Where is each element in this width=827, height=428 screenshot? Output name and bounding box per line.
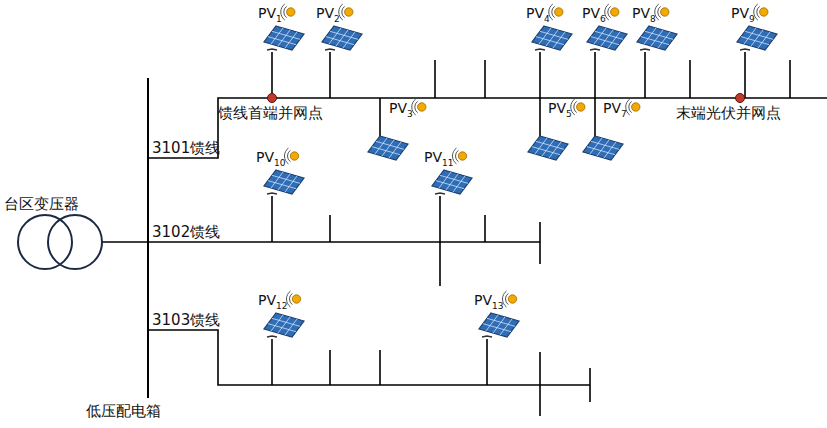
line-label: 末端光伏并网点 [676,105,781,122]
pv-panel [264,313,304,385]
sun-icon [549,4,563,20]
pv-panel [587,26,627,98]
branch-stub [329,215,331,242]
sun-icon [605,4,619,20]
feeder-end [589,368,591,402]
sun-icon [281,4,295,20]
pv-label: PV9 [731,6,755,25]
line-label: 3102馈线 [152,224,220,241]
pv-label: PV12 [258,293,287,312]
branch-stub [484,215,486,242]
pv-label: PV2 [316,6,340,25]
pv-panel [432,170,472,242]
line-label: 低压配电箱 [86,403,161,420]
pv-label: PV11 [424,150,453,169]
pv-panels [264,26,777,385]
pv-label: PV13 [474,293,503,312]
sun-icon [339,4,353,20]
feeder-3102 [148,241,540,243]
line-label: 馈线首端并网点 [218,105,323,122]
line-label: 3101馈线 [152,140,220,157]
pv-panel [737,26,777,98]
pv-label: PV3 [389,101,413,120]
node-label: 台区变压器 [4,196,106,213]
pv-panel [583,98,623,160]
transformer-node: 台区变压器 [4,196,106,273]
sun-icon [754,4,768,20]
pv-label: PV7 [603,101,627,120]
sun-icon [284,148,298,164]
branch-stub [484,60,486,98]
sun-icon [626,99,640,115]
pv-panel [322,26,362,98]
pv-panel [264,26,304,98]
pv-panel [528,98,568,160]
sun-icon [412,99,426,115]
sun-icon [452,148,466,164]
feeder-3103 [148,330,590,385]
branch-stub [434,60,436,98]
branch-stub [539,352,541,416]
sun-icon [655,4,669,20]
pv-label: PV10 [256,150,285,169]
pv-panel [368,98,408,160]
pv-panel [264,170,304,242]
branch-stub [329,350,331,385]
branch-stub [439,242,441,286]
pv-panel [479,313,519,385]
branch-stub [689,60,691,98]
sun-icon [571,99,585,115]
pv-label: PV8 [632,6,656,25]
pv-label: PV5 [548,101,572,120]
branch-stub [379,350,381,385]
line-label: 3103馈线 [152,312,220,329]
pv-label: PV1 [258,6,282,25]
connection-point [268,94,277,103]
connection-point [736,94,745,103]
pv-label: PV6 [582,6,606,25]
branch-stub [789,60,791,98]
transformer-lead [102,241,148,243]
feeder-3101 [148,98,827,158]
pv-label: PV4 [526,6,550,25]
feeder-end [539,222,541,264]
pv-panel [637,26,677,98]
feeder-lines [102,60,827,416]
sun-icon [286,291,300,307]
pv-panel [532,26,572,98]
distribution-bus [147,78,149,398]
sun-icon [502,291,516,307]
